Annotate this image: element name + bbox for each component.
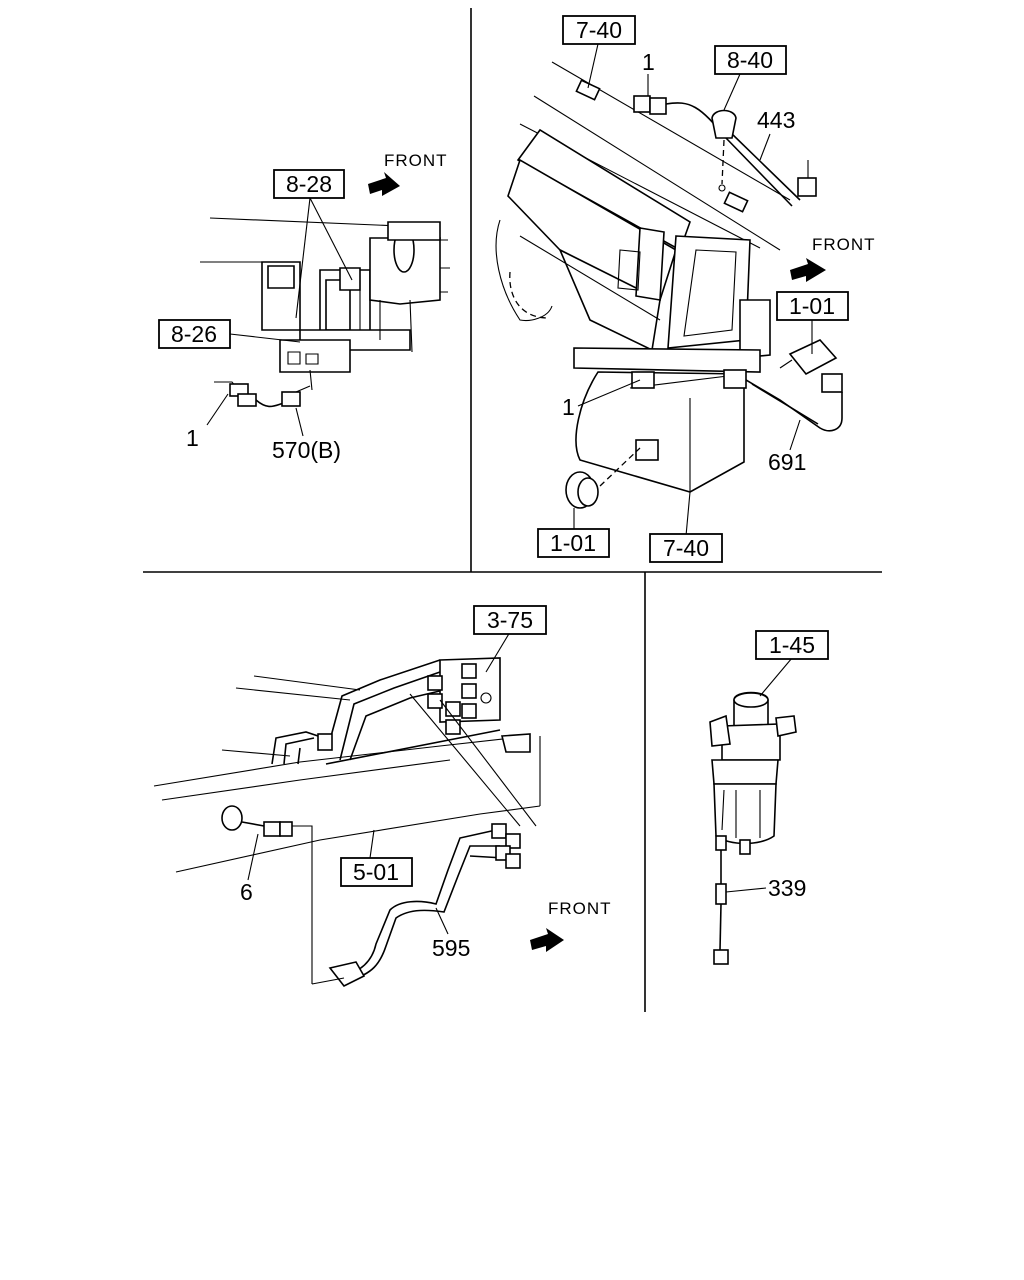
part-label-1: 1: [186, 425, 199, 451]
front-label: FRONT: [384, 151, 448, 170]
leaders-top-left: [206, 197, 353, 437]
svg-text:1-01: 1-01: [550, 530, 596, 556]
ref-box-8-28: 8-28: [273, 169, 345, 199]
part-label-570b: 570(B): [272, 437, 341, 463]
ref-box-8-26: 8-26: [158, 319, 231, 349]
panel-dividers: [143, 8, 882, 1012]
part-label-339: 339: [768, 875, 806, 901]
water-sensor-harness-339: [713, 850, 729, 965]
ref-box-3-75: 3-75: [473, 605, 547, 635]
proportioning-valve: [427, 657, 501, 735]
svg-text:1-45: 1-45: [769, 632, 815, 658]
panel-bottom-right: 1-45 339: [709, 630, 829, 965]
leaders-top-right: [573, 43, 813, 537]
ref-box-8-40: 8-40: [714, 45, 787, 75]
ref-box-5-01: 5-01: [340, 857, 413, 887]
part-label-1-top: 1: [642, 49, 655, 75]
sensor-6: [221, 805, 313, 984]
svg-text:5-01: 5-01: [353, 859, 399, 885]
part-label-595: 595: [432, 935, 470, 961]
brake-lines: [271, 659, 501, 765]
frame-rail: [153, 675, 541, 873]
fuel-filter-assembly: [709, 691, 797, 855]
front-arrow-icon: [368, 172, 400, 196]
panel-top-left: FRONT 8-28 8-26 1 570(B): [158, 151, 450, 463]
svg-text:3-75: 3-75: [487, 607, 533, 633]
svg-text:7-40: 7-40: [576, 17, 622, 43]
part-label-691: 691: [768, 449, 806, 475]
svg-text:7-40: 7-40: [663, 535, 709, 561]
dashboard-instrument-panel: [495, 61, 791, 493]
leaders-bottom-right: [725, 657, 793, 893]
ref-box-7-40-top: 7-40: [562, 15, 636, 45]
leaders-bottom-left: [247, 631, 537, 935]
svg-text:8-26: 8-26: [171, 321, 217, 347]
panel-top-right: FRONT 7-40 8-40 1-01 1-01 7-40 1 443 1 6…: [495, 15, 876, 563]
grommet-plug: [565, 447, 641, 509]
ref-box-1-01-bottom: 1-01: [537, 528, 610, 558]
front-label: FRONT: [812, 235, 876, 254]
ref-box-1-01-right: 1-01: [776, 291, 849, 321]
front-arrow-icon: [530, 928, 564, 952]
relay-bracket-assembly: [200, 217, 450, 391]
ref-box-1-45: 1-45: [755, 630, 829, 660]
front-arrow-icon: [790, 258, 826, 282]
harness-443: [633, 95, 817, 207]
panel-bottom-left: FRONT 3-75 5-01 6 595: [153, 605, 612, 988]
part-label-443: 443: [757, 107, 795, 133]
svg-text:8-28: 8-28: [286, 171, 332, 197]
harness-connector-570b: [214, 381, 311, 408]
part-label-6: 6: [240, 879, 253, 905]
front-label: FRONT: [548, 899, 612, 918]
harness-595: [311, 823, 521, 988]
harness-691: [631, 339, 843, 432]
part-label-1-mid: 1: [562, 394, 575, 420]
svg-text:1-01: 1-01: [789, 293, 835, 319]
ref-box-7-40-bottom: 7-40: [649, 533, 723, 563]
svg-text:8-40: 8-40: [727, 47, 773, 73]
